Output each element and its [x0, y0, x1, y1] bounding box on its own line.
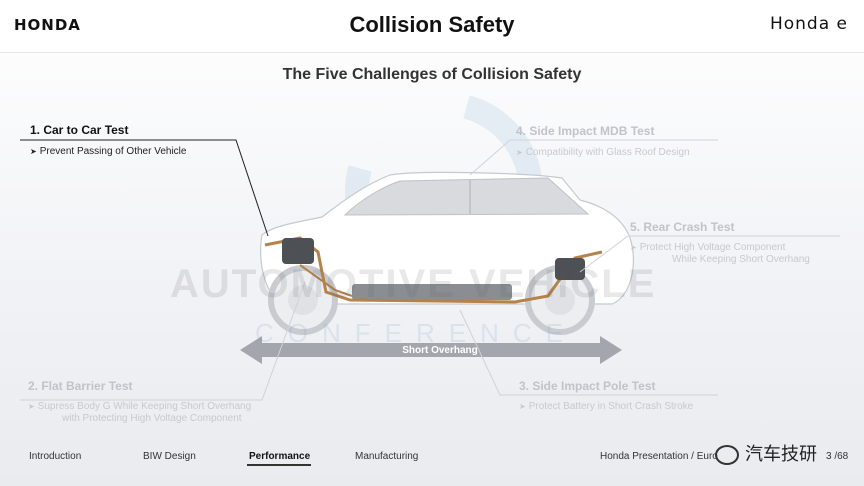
callout-desc: ➤Compatibility with Glass Roof Design	[516, 147, 690, 158]
bullet-arrow-icon: ➤	[30, 147, 37, 156]
callout-desc: ➤Protect Battery in Short Crash Stroke	[519, 401, 694, 412]
honda-e-logo: Honda e	[769, 14, 848, 34]
watermark-line2: CONFERENCE	[255, 318, 578, 348]
leader-line-4	[469, 139, 718, 176]
bullet-arrow-icon: ➤	[28, 402, 35, 411]
honda-logo: HONDA	[14, 16, 81, 34]
bullet-arrow-icon: ➤	[516, 148, 523, 157]
overhang-label: Short Overhang	[402, 345, 478, 356]
leader-line-5	[579, 235, 840, 273]
battery-pack	[352, 284, 512, 300]
nav-performance[interactable]: Performance	[249, 451, 311, 462]
nav-active-indicator	[247, 464, 311, 466]
front-motor	[282, 238, 314, 264]
callout-title: 4. Side Impact MDB Test	[516, 124, 655, 138]
callout-title: 1. Car to Car Test	[30, 123, 129, 137]
callout-desc: ➤Supress Body G While Keeping Short Over…	[28, 401, 252, 424]
slide-title: Collision Safety	[349, 12, 515, 37]
rear-wheel-hub	[545, 285, 575, 315]
subtitle: The Five Challenges of Collision Safety	[282, 66, 582, 83]
callout-title: 5. Rear Crash Test	[630, 220, 735, 234]
leader-line-2	[20, 281, 306, 401]
nav-biw-design[interactable]: BIW Design	[143, 451, 196, 462]
callout-desc: ➤Prevent Passing of Other Vehicle	[30, 146, 187, 157]
bullet-arrow-icon: ➤	[630, 243, 637, 252]
callout-side-pole: 3. Side Impact Pole Test ➤Protect Batter…	[519, 379, 693, 413]
page-number: 3 /68	[826, 451, 849, 462]
callout-rear-crash: 5. Rear Crash Test ➤Protect High Voltage…	[630, 220, 810, 266]
callout-flat-barrier: 2. Flat Barrier Test ➤Supress Body G Whi…	[28, 379, 251, 425]
presentation-label: Honda Presentation / Euro	[600, 451, 718, 462]
bullet-arrow-icon: ➤	[519, 402, 526, 411]
wechat-watermark: 汽车技研	[715, 440, 817, 466]
rear-motor	[555, 258, 585, 280]
nav-introduction[interactable]: Introduction	[29, 451, 82, 462]
wechat-icon	[715, 445, 739, 466]
callout-side-mdb: 4. Side Impact MDB Test ➤Compatibility w…	[516, 124, 690, 159]
leader-line-3	[459, 309, 718, 396]
frame-rail-lower	[299, 264, 353, 297]
nav-manufacturing[interactable]: Manufacturing	[355, 451, 419, 462]
callout-title: 2. Flat Barrier Test	[28, 379, 133, 393]
overhang-arrow	[240, 336, 622, 364]
callout-car-to-car: 1. Car to Car Test ➤Prevent Passing of O…	[30, 123, 186, 158]
watermark-line1: AUTOMOTIVE VEHICLE	[170, 262, 657, 306]
leader-line-1	[20, 139, 269, 237]
callout-title: 3. Side Impact Pole Test	[519, 379, 656, 393]
car-windows	[343, 177, 590, 216]
header-bar: HONDA Collision Safety Honda e	[0, 0, 864, 53]
footer: Introduction BIW Design Performance Manu…	[0, 444, 864, 486]
